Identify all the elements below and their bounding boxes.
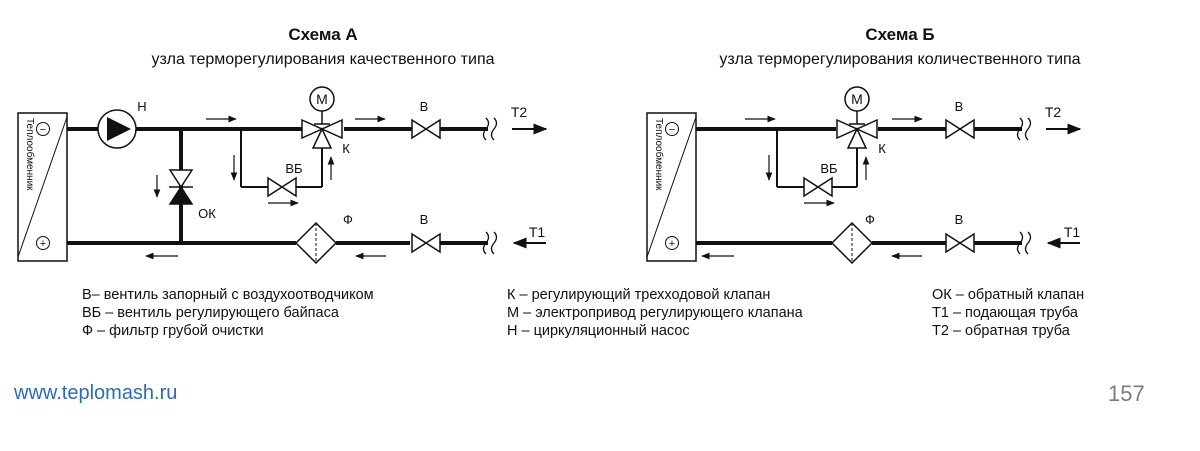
legend-item: Н – циркуляционный насос bbox=[507, 323, 690, 339]
legend-item: М – электропривод регулирующего клапана bbox=[507, 305, 803, 321]
shutoff-valve-top-a: В bbox=[411, 99, 441, 140]
scheme-b-subtitle: узла терморегулирования количественного … bbox=[719, 51, 1081, 68]
return-label-b: Т1 bbox=[1064, 224, 1081, 240]
check-valve-icon: ОК bbox=[168, 169, 216, 221]
bypass-valve-icon-b: ВБ bbox=[803, 161, 838, 198]
heat-exchanger-a: − + Теплообменник bbox=[17, 112, 68, 262]
bypass-valve-label: ВБ bbox=[285, 161, 302, 176]
scheme-a-title: Схема А bbox=[288, 25, 358, 44]
shutoff-valve-bottom-a: В bbox=[411, 212, 441, 254]
three-way-valve-icon-b: К bbox=[836, 111, 886, 156]
check-valve-label: ОК bbox=[198, 206, 216, 221]
scheme-a-subtitle: узла терморегулирования качественного ти… bbox=[151, 51, 495, 68]
legend-item: ВБ – вентиль регулирующего байпаса bbox=[82, 305, 339, 321]
supply-label-a: Т2 bbox=[511, 104, 528, 120]
plus-sign-a: + bbox=[40, 238, 46, 250]
legend-column-2: К – регулирующий трехходовой клапан М – … bbox=[507, 286, 803, 340]
legend-column-3: ОК – обратный клапан Т1 – подающая труба… bbox=[932, 286, 1084, 340]
filter-icon-b: Ф bbox=[830, 212, 875, 265]
supply-label-b: Т2 bbox=[1045, 104, 1062, 120]
filter-label-b: Ф bbox=[865, 212, 875, 227]
minus-sign-a: − bbox=[40, 124, 46, 136]
scheme-b: − + Теплообменник ВБ bbox=[646, 86, 1082, 265]
page-number: 157 bbox=[1108, 381, 1145, 406]
website-link[interactable]: www.teplomash.ru bbox=[14, 382, 178, 404]
motor-icon-b: М bbox=[844, 86, 870, 112]
shutoff-valve-top-b: В bbox=[945, 99, 975, 140]
filter-label-a: Ф bbox=[343, 212, 353, 227]
shutoff-valve-top-label-b: В bbox=[955, 99, 964, 114]
shutoff-valve-top-label-a: В bbox=[420, 99, 429, 114]
three-way-valve-label: К bbox=[342, 141, 350, 156]
return-label-a: Т1 bbox=[529, 224, 546, 240]
legend-item: Ф – фильтр грубой очистки bbox=[82, 323, 264, 339]
legend-item: К – регулирующий трехходовой клапан bbox=[507, 287, 771, 303]
bypass-valve-label-b: ВБ bbox=[820, 161, 837, 176]
plus-sign-b: + bbox=[669, 238, 675, 250]
motor-icon-a: М bbox=[309, 86, 335, 112]
bypass-valve-icon: ВБ bbox=[267, 161, 303, 198]
motor-label-b: М bbox=[851, 91, 863, 107]
heat-exchanger-label-a: Теплообменник bbox=[24, 118, 36, 191]
scheme-a: − + Теплообменник Н ОК bbox=[17, 86, 548, 265]
legend-item: ОК – обратный клапан bbox=[932, 287, 1085, 303]
legend-item: Т2 – обратная труба bbox=[932, 323, 1070, 339]
shutoff-valve-bottom-label-b: В bbox=[955, 212, 964, 227]
motor-label-a: М bbox=[316, 91, 328, 107]
pump-label: Н bbox=[137, 99, 146, 114]
shutoff-valve-bottom-b: В bbox=[945, 212, 975, 254]
minus-sign-b: − bbox=[669, 124, 675, 136]
legend-item: Т1 – подающая труба bbox=[932, 305, 1078, 321]
heat-exchanger-label-b: Теплообменник bbox=[653, 118, 665, 191]
three-way-valve-icon: К bbox=[301, 111, 350, 156]
pump-icon: Н bbox=[97, 99, 147, 149]
heat-exchanger-b: − + Теплообменник bbox=[646, 112, 697, 262]
legend-column-1: В– вентиль запорный с воздухоотводчиком … bbox=[82, 286, 374, 340]
legend-item: В– вентиль запорный с воздухоотводчиком bbox=[82, 287, 374, 303]
filter-icon-a: Ф bbox=[294, 212, 353, 265]
shutoff-valve-bottom-label-a: В bbox=[420, 212, 429, 227]
three-way-valve-label-b: К bbox=[878, 141, 886, 156]
scheme-b-title: Схема Б bbox=[865, 25, 935, 44]
